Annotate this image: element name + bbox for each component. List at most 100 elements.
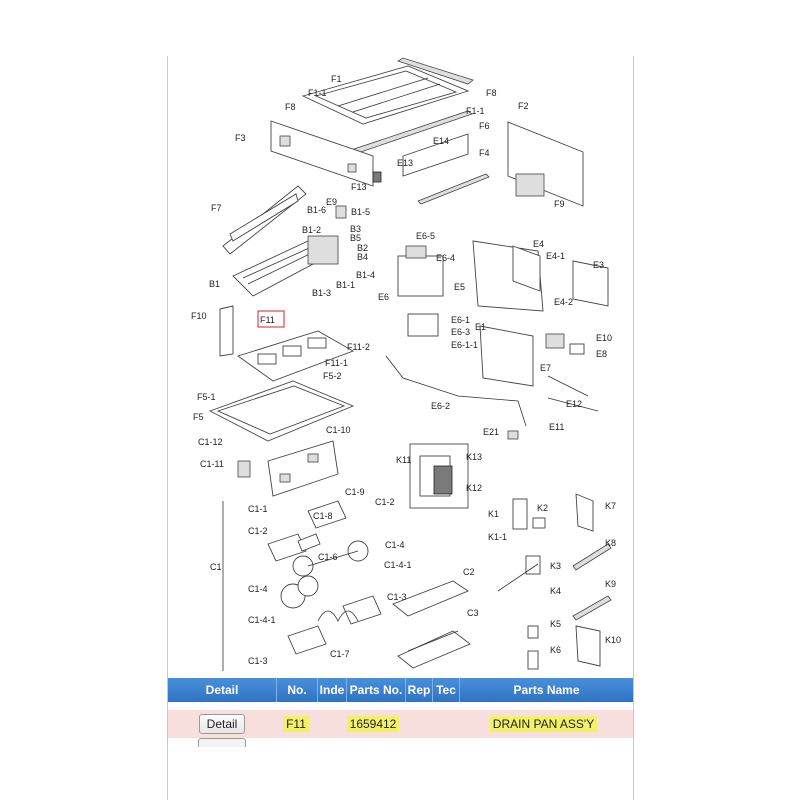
- part-label: F5-1: [197, 392, 216, 402]
- part-k-remote-box: [409, 443, 469, 509]
- part-e-electrical: [385, 240, 609, 440]
- part-label: C1-4-1: [248, 615, 276, 625]
- part-label: C1-2: [375, 497, 395, 507]
- part-label: C1-4: [385, 540, 405, 550]
- part-label: C3: [467, 608, 479, 618]
- parts-name: DRAIN PAN ASS'Y: [489, 716, 598, 732]
- part-f10-f11: [219, 305, 355, 382]
- cell-rep: [402, 710, 428, 738]
- part-label: E6: [378, 292, 389, 302]
- part-label: C1-6: [318, 552, 338, 562]
- column-header-tec[interactable]: Tec: [433, 678, 460, 702]
- parts-number: 1659412: [346, 716, 400, 732]
- part-label: C1-8: [313, 511, 333, 521]
- part-label: B1-5: [351, 207, 370, 217]
- part-label: F1-1: [466, 106, 485, 116]
- part-c2-c3-filters: [392, 580, 471, 669]
- column-header-no[interactable]: No.: [277, 678, 318, 702]
- part-label: B1-4: [356, 270, 375, 280]
- part-label: F8: [285, 102, 296, 112]
- part-label: E6-1-1: [451, 340, 478, 350]
- part-label: F1-1: [308, 88, 327, 98]
- part-label: E6-5: [416, 231, 435, 241]
- part-label: C1-4-1: [384, 560, 412, 570]
- part-label: E6-3: [451, 327, 470, 337]
- part-label: K7: [605, 501, 616, 511]
- cell-parts-name: DRAIN PAN ASS'Y: [454, 710, 633, 738]
- part-label: C1-7: [330, 649, 350, 659]
- part-label: E5: [454, 282, 465, 292]
- part-label: E21: [483, 427, 499, 437]
- part-label: E12: [566, 399, 582, 409]
- part-label: E13: [397, 158, 413, 168]
- part-label: C1-9: [345, 487, 365, 497]
- column-header-parts-name[interactable]: Parts Name: [513, 683, 580, 697]
- part-label: E4-2: [554, 297, 573, 307]
- part-label: E6-1: [451, 315, 470, 325]
- part-label: F11-2: [347, 342, 370, 352]
- part-label: E11: [549, 422, 564, 432]
- column-header-detail[interactable]: Detail: [168, 678, 277, 702]
- part-label: B5: [350, 233, 361, 243]
- part-label: K3: [550, 561, 561, 571]
- parts-viewer-frame: F1 F1-1 F8 F1-1 F2 F8 F3 E14 F6 E13 F4 F…: [167, 56, 634, 800]
- next-row-stub: [168, 738, 633, 747]
- part-f6-f4-bars: [402, 133, 490, 205]
- part-label: C1-12: [198, 437, 223, 447]
- part-label: C1-2: [248, 526, 268, 536]
- part-label: F3: [235, 133, 246, 143]
- part-f2-panel: [507, 121, 584, 207]
- part-label: E14: [433, 136, 449, 146]
- part-label: K12: [466, 483, 482, 493]
- part-label: C1-11: [200, 459, 224, 469]
- part-label: B4: [357, 252, 368, 262]
- part-label: K13: [466, 452, 482, 462]
- part-label: F11: [260, 315, 275, 325]
- part-label: K4: [550, 586, 561, 596]
- part-f7-frame: [222, 185, 307, 255]
- part-top-panel-f1: [301, 57, 474, 156]
- part-label: K5: [550, 619, 561, 629]
- column-header-index[interactable]: Inde: [318, 678, 347, 702]
- part-label: E9: [326, 197, 337, 207]
- parts-table: Detail No. Inde Parts No. Rep Tec Parts …: [168, 678, 633, 747]
- part-side-panel-f3: [270, 120, 382, 187]
- part-label: E4: [533, 239, 544, 249]
- table-header-row: Detail No. Inde Parts No. Rep Tec Parts …: [168, 678, 633, 702]
- part-label: K8: [605, 538, 616, 548]
- part-label: B1: [209, 279, 220, 289]
- part-c1-10-panel: [237, 440, 339, 497]
- part-label: K11: [396, 455, 411, 465]
- part-label: F2: [518, 101, 529, 111]
- part-label: C1-4: [248, 584, 268, 594]
- detail-button[interactable]: Detail: [199, 714, 245, 734]
- part-label: C1-3: [248, 656, 268, 666]
- part-label: B3: [350, 224, 361, 234]
- part-coil-b1: [232, 205, 347, 297]
- part-label: K1-1: [488, 532, 507, 542]
- part-label: B1-2: [302, 225, 321, 235]
- column-header-rep[interactable]: Rep: [406, 678, 433, 702]
- part-label: F1: [331, 74, 342, 84]
- part-label: K9: [605, 579, 616, 589]
- part-label: F8: [486, 88, 497, 98]
- part-c-blower: [222, 500, 382, 671]
- partial-detail-button[interactable]: [198, 738, 246, 747]
- part-label: C1-1: [248, 504, 268, 514]
- cell-parts-no: 1659412: [344, 710, 402, 738]
- part-f5-pan: [208, 380, 355, 442]
- table-row: Detail F11 1659412 DRAIN PAN ASS'Y: [168, 702, 633, 738]
- exploded-parts-diagram: F1 F1-1 F8 F1-1 F2 F8 F3 E14 F6 E13 F4 F…: [168, 56, 633, 678]
- part-k-accessories: [497, 493, 612, 670]
- diagram-svg: F1 F1-1 F8 F1-1 F2 F8 F3 E14 F6 E13 F4 F…: [191, 57, 621, 671]
- part-label: C1-3: [387, 592, 407, 602]
- part-label: K1: [488, 509, 499, 519]
- column-header-parts-no[interactable]: Parts No.: [347, 678, 406, 702]
- part-label: E10: [596, 333, 612, 343]
- part-label: F7: [211, 203, 222, 213]
- part-label: E1: [475, 322, 486, 332]
- part-label: B1-6: [307, 205, 326, 215]
- part-label: F13: [351, 182, 367, 192]
- part-label: B1-3: [312, 288, 331, 298]
- part-label: K2: [537, 503, 548, 513]
